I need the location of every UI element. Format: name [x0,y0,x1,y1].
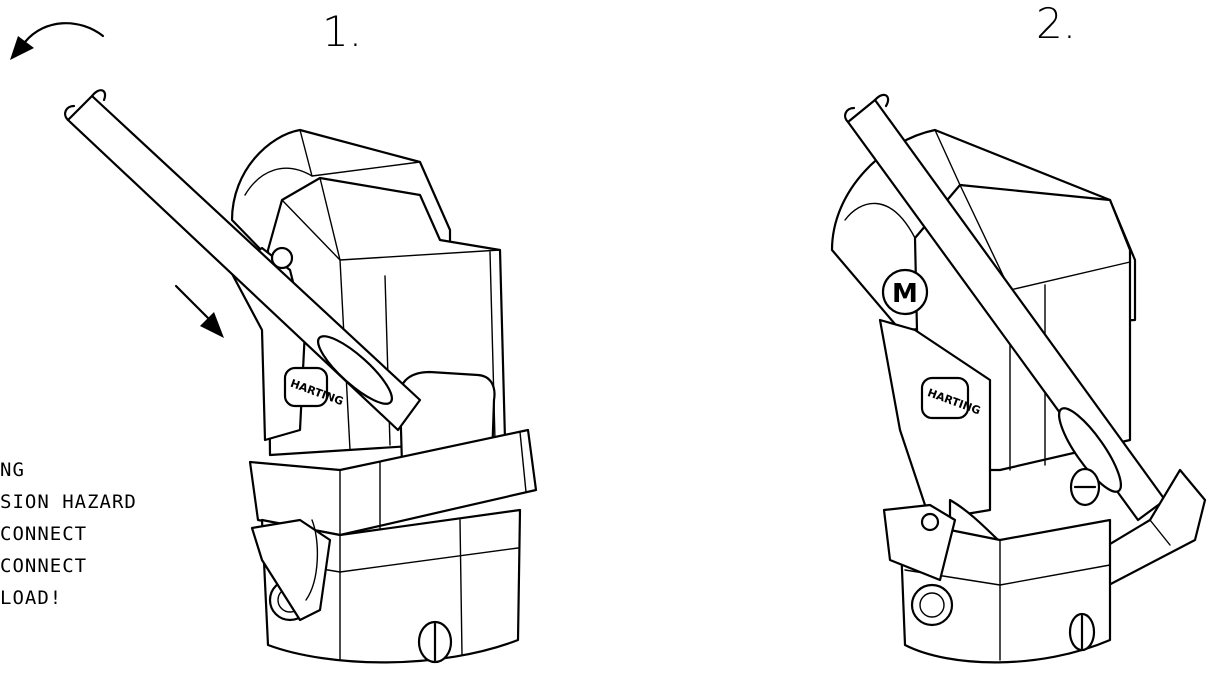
slotted-screw-icon [1068,612,1096,652]
slotted-screw-icon [417,620,453,664]
warning-text: NG SION HAZARD CONNECT CONNECT LOAD! [0,459,137,609]
m-logo-icon: M [881,268,929,316]
rotate-arrow-icon [10,22,105,60]
slotted-screw-icon [1069,467,1101,507]
bracket-knob-icon [882,503,957,582]
step-1-number: 1. [322,7,362,56]
warning-line: NG [0,459,25,481]
base-housing [898,518,1112,664]
warning-line: SION HAZARD [0,491,137,513]
screwdriver-icon [64,89,422,432]
step-2-number: 2. [1036,0,1076,48]
locking-lever [878,318,992,522]
side-bracket [250,518,332,622]
push-arrow-icon [174,284,224,338]
step-1-illustration: HARTING [10,22,538,664]
step-2-illustration: M HARTING [830,93,1207,664]
locking-pin-icon [910,583,954,627]
warning-line: LOAD! [0,587,62,609]
warning-line: CONNECT [0,523,87,545]
svg-text:M: M [892,279,918,309]
hinge-pin-icon [270,246,294,270]
warning-line: CONNECT [0,555,87,577]
brand-badge: HARTING [283,366,345,408]
